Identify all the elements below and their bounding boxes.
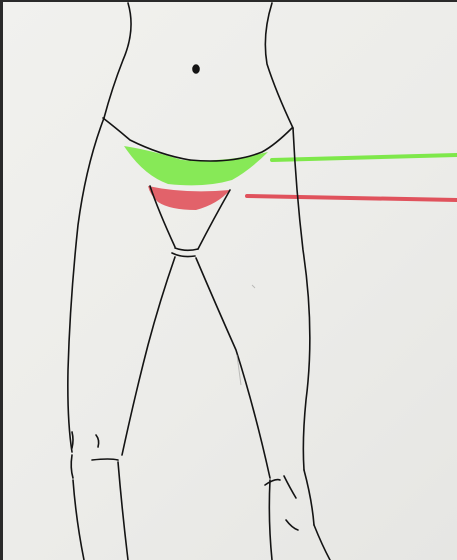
right-leg-outer: [293, 128, 310, 470]
right-knee-mark-4: [286, 520, 298, 530]
left-leg-inner: [122, 257, 175, 455]
left-shin-outer: [73, 480, 84, 560]
green-highlight-band: [124, 146, 268, 185]
left-knee-mark-2: [96, 435, 99, 447]
right-shin-inner: [269, 480, 272, 560]
left-knee-mark-3: [71, 455, 73, 478]
right-knee-mark-2: [284, 476, 296, 498]
left-shin-inner: [118, 462, 128, 560]
right-knee-mark-1: [265, 480, 280, 485]
right-leg-inner: [196, 258, 270, 478]
torso-left-outline: [104, 3, 131, 118]
navel: [193, 65, 199, 73]
crotch-bottom: [175, 248, 198, 250]
torso-right-outline: [265, 3, 293, 128]
green-pointer-line: [272, 155, 457, 160]
right-knee-mark-3: [304, 470, 314, 525]
left-leg-outer: [68, 118, 104, 452]
waistband-right: [190, 128, 292, 161]
left-knee-mark-4: [92, 459, 118, 460]
red-highlight-band: [148, 186, 230, 210]
red-pointer-line: [247, 196, 457, 200]
pencil-mark-2: [252, 285, 255, 288]
crotch-knot: [172, 253, 195, 257]
right-shin-outer: [314, 525, 330, 560]
left-knee-mark-1: [72, 432, 73, 448]
